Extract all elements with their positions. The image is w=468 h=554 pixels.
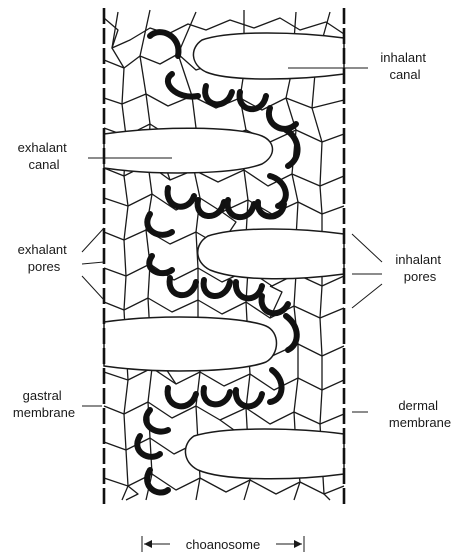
label-dermal-membrane: dermal membrane [389, 398, 451, 430]
label-exhalant-pores: exhalant pores [18, 242, 71, 274]
label-inhalant-pores: inhalant pores [395, 252, 444, 284]
label-exhalant-canal: exhalant canal [18, 140, 71, 172]
choanosome-extent: choanosome [142, 536, 304, 552]
inhalant-canal-1 [193, 33, 344, 79]
exhalant-canal-2 [104, 317, 277, 371]
inhalant-canal-3 [185, 429, 344, 479]
label-gastral-membrane: gastral membrane [13, 388, 75, 420]
inhalant-canal-2 [198, 229, 344, 279]
label-choanosome: choanosome [186, 537, 260, 552]
label-inhalant-canal: inhalant canal [380, 50, 429, 82]
exhalant-canal-1 [104, 128, 273, 173]
